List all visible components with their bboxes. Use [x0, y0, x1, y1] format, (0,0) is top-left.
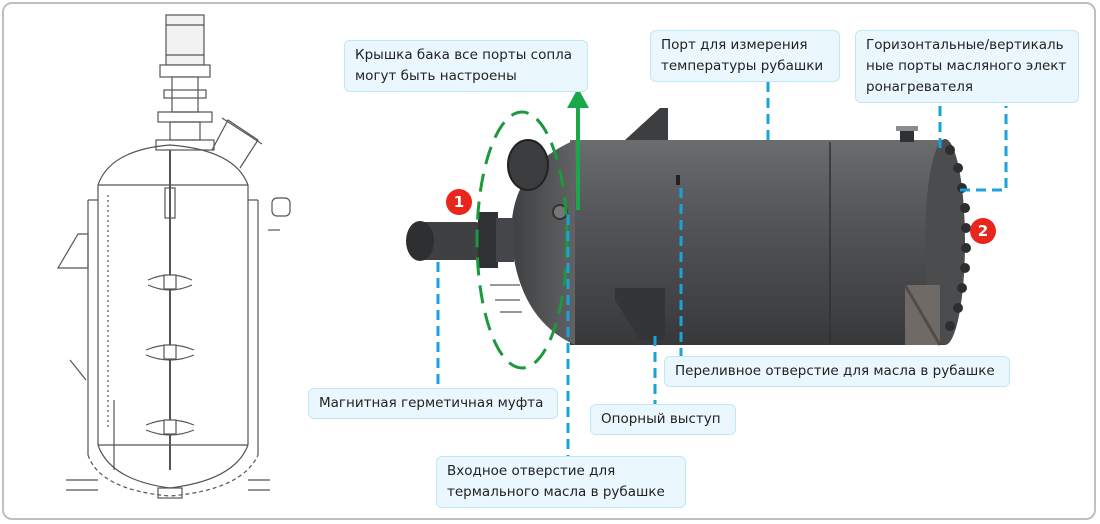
label-heater-ports: Горизонтальные/вертикальные порты маслян… — [855, 30, 1079, 103]
label-magnetic-coupling: Магнитная герметичная муфта — [308, 388, 558, 419]
lid-up-arrow — [567, 88, 589, 210]
label-jacket-temp-port: Порт для измерения температуры рубашки — [650, 30, 840, 82]
badge-2: 2 — [970, 218, 996, 244]
label-support-lug: Опорный выступ — [590, 404, 736, 435]
label-lid-ports: Крышка бака все порты сопла могут быть н… — [344, 40, 588, 92]
label-oil-inlet: Входное отверстие для термального масла … — [436, 456, 686, 508]
label-overflow-hole: Переливное отверстие для масла в рубашке — [664, 356, 1010, 387]
badge-1: 1 — [446, 189, 472, 215]
lid-highlight-ellipse — [475, 110, 569, 370]
